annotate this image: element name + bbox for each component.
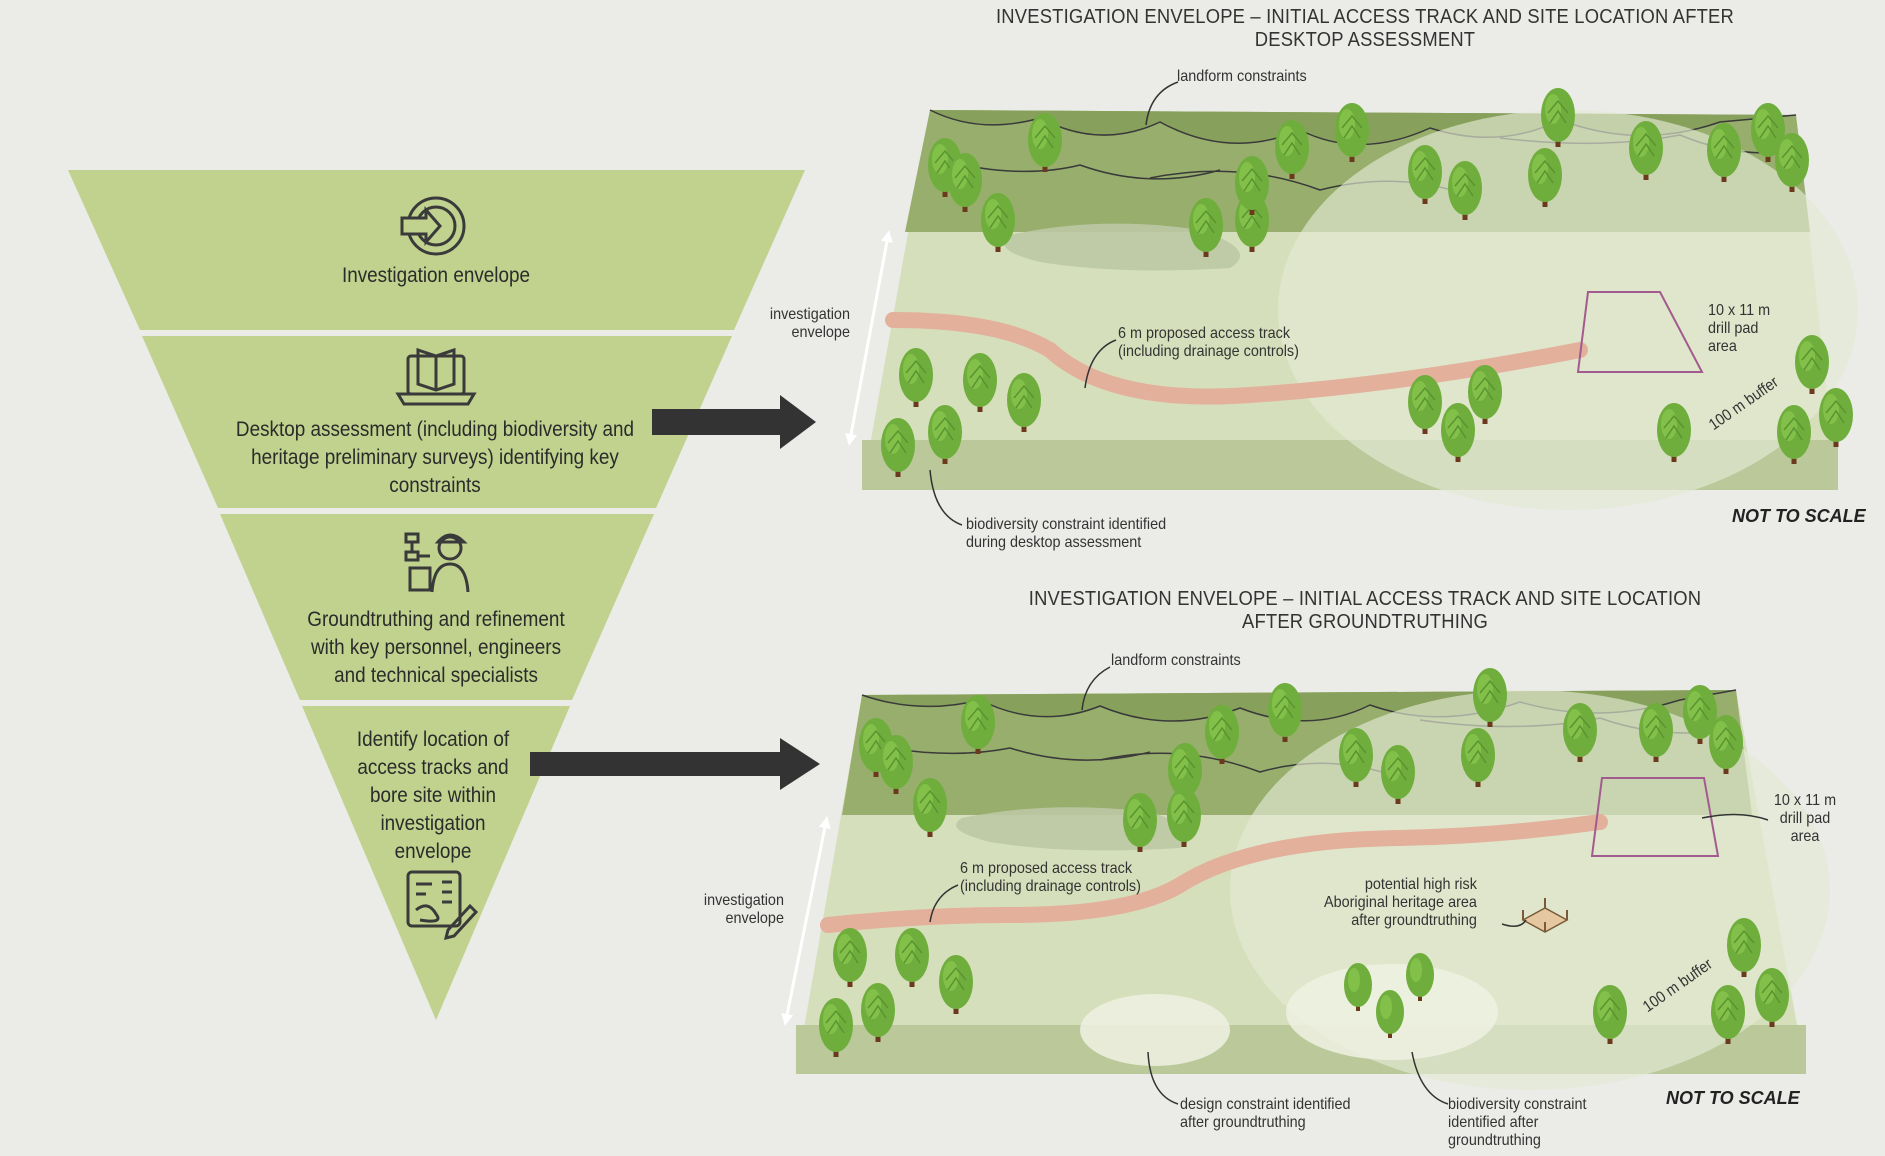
bottom-biodiversity-label: biodiversity constraint identified after… <box>1448 1096 1586 1150</box>
bottom-landform-label: landform constraints <box>1111 652 1241 669</box>
funnel-step-2-label: Desktop assessment (including biodiversi… <box>235 418 635 497</box>
top-landscape <box>845 81 1858 526</box>
bottom-landscape <box>781 666 1830 1105</box>
top-pad-line2: drill pad <box>1708 320 1759 337</box>
funnel-step-2-band <box>142 336 732 508</box>
top-track-label: 6 m proposed access track (including dra… <box>1118 325 1299 361</box>
funnel-step-4-band <box>302 706 570 1020</box>
top-pad-line1: 10 x 11 m <box>1708 302 1771 319</box>
bottom-envelope-line2: envelope <box>725 910 784 927</box>
top-envelope-line2: envelope <box>791 324 850 341</box>
top-track-line1: 6 m proposed access track <box>1118 325 1291 342</box>
top-not-to-scale: NOT TO SCALE <box>1732 506 1866 526</box>
bottom-track-line1: 6 m proposed access track <box>960 860 1133 877</box>
bottom-bio-line1: biodiversity constraint <box>1448 1096 1587 1113</box>
top-panel-title-line2: DESKTOP ASSESSMENT <box>1254 29 1476 51</box>
funnel-step-1-band <box>68 170 805 330</box>
bottom-design-label: design constraint identified after groun… <box>1180 1096 1351 1132</box>
top-track-line2: (including drainage controls) <box>1118 343 1299 360</box>
bottom-panel-title-line1: INVESTIGATION ENVELOPE – INITIAL ACCESS … <box>1028 588 1702 610</box>
funnel-step-1-label: Investigation envelope <box>341 264 531 287</box>
top-envelope-arrow <box>845 230 893 446</box>
bottom-not-to-scale: NOT TO SCALE <box>1666 1088 1800 1108</box>
top-envelope-line1: investigation <box>769 306 850 323</box>
top-pad-line3: area <box>1708 338 1737 355</box>
top-bio-line1: biodiversity constraint identified <box>966 516 1167 533</box>
bottom-pad-label: 10 x 11 m drill pad area <box>1766 792 1843 846</box>
site-plan-icon <box>406 870 479 941</box>
bottom-heritage-label: potential high risk Aboriginal heritage … <box>1324 876 1477 930</box>
bottom-panel-title-line2: AFTER GROUNDTRUTHING <box>1242 611 1488 633</box>
top-landform-label: landform constraints <box>1177 68 1307 85</box>
bottom-track-label: 6 m proposed access track (including dra… <box>960 860 1141 896</box>
design-constraint-zone <box>1080 994 1230 1066</box>
bottom-panel-title: INVESTIGATION ENVELOPE – INITIAL ACCESS … <box>988 588 1742 634</box>
laptop-book-icon <box>395 347 477 406</box>
bottom-design-line2: after groundtruthing <box>1180 1114 1306 1131</box>
bottom-pad-line3: area <box>1790 828 1820 845</box>
arrow-to-top-panel <box>652 395 816 449</box>
bottom-access-track <box>820 814 1608 933</box>
bottom-bio-line3: groundtruthing <box>1448 1132 1541 1149</box>
field-worker-icon <box>404 532 470 593</box>
top-panel-title: INVESTIGATION ENVELOPE – INITIAL ACCESS … <box>988 6 1742 52</box>
top-envelope-label: investigation envelope <box>770 306 850 342</box>
top-bio-line2: during desktop assessment <box>966 534 1142 551</box>
arrow-to-bottom-panel <box>530 738 820 790</box>
top-pad-label: 10 x 11 m drill pad area <box>1708 302 1770 356</box>
top-biodiversity-label: biodiversity constraint identified durin… <box>966 516 1166 552</box>
top-buffer-zone <box>1278 110 1858 510</box>
bottom-pad-line2: drill pad <box>1779 810 1831 827</box>
top-panel-title-line1: INVESTIGATION ENVELOPE – INITIAL ACCESS … <box>996 6 1734 28</box>
bottom-envelope-label: investigation envelope <box>704 892 784 928</box>
bottom-design-line1: design constraint identified <box>1180 1096 1351 1113</box>
bottom-bio-line2: identified after <box>1448 1114 1539 1131</box>
top-access-track <box>885 312 1588 405</box>
bottom-track-line2: (including drainage controls) <box>960 878 1141 895</box>
funnel-step-3-label: Groundtruthing and refinement with key p… <box>307 608 565 687</box>
funnel-step-3-band <box>220 514 654 700</box>
funnel-step-4-label: Identify location of access tracks and b… <box>356 728 510 863</box>
top-drill-pad <box>1576 291 1704 373</box>
bottom-heritage-line2: Aboriginal heritage area <box>1324 894 1477 911</box>
bottom-heritage-line3: after groundtruthing <box>1351 912 1477 929</box>
bottom-pad-line1: 10 x 11 m <box>1773 792 1837 809</box>
arrow-in-circle-icon <box>400 196 466 256</box>
bottom-heritage-line1: potential high risk <box>1364 876 1477 893</box>
bottom-drill-pad <box>1590 777 1720 857</box>
bottom-envelope-line1: investigation <box>703 892 784 909</box>
heritage-site-icon <box>1521 898 1569 933</box>
funnel <box>68 170 805 1020</box>
bottom-envelope-arrow <box>781 816 831 1026</box>
